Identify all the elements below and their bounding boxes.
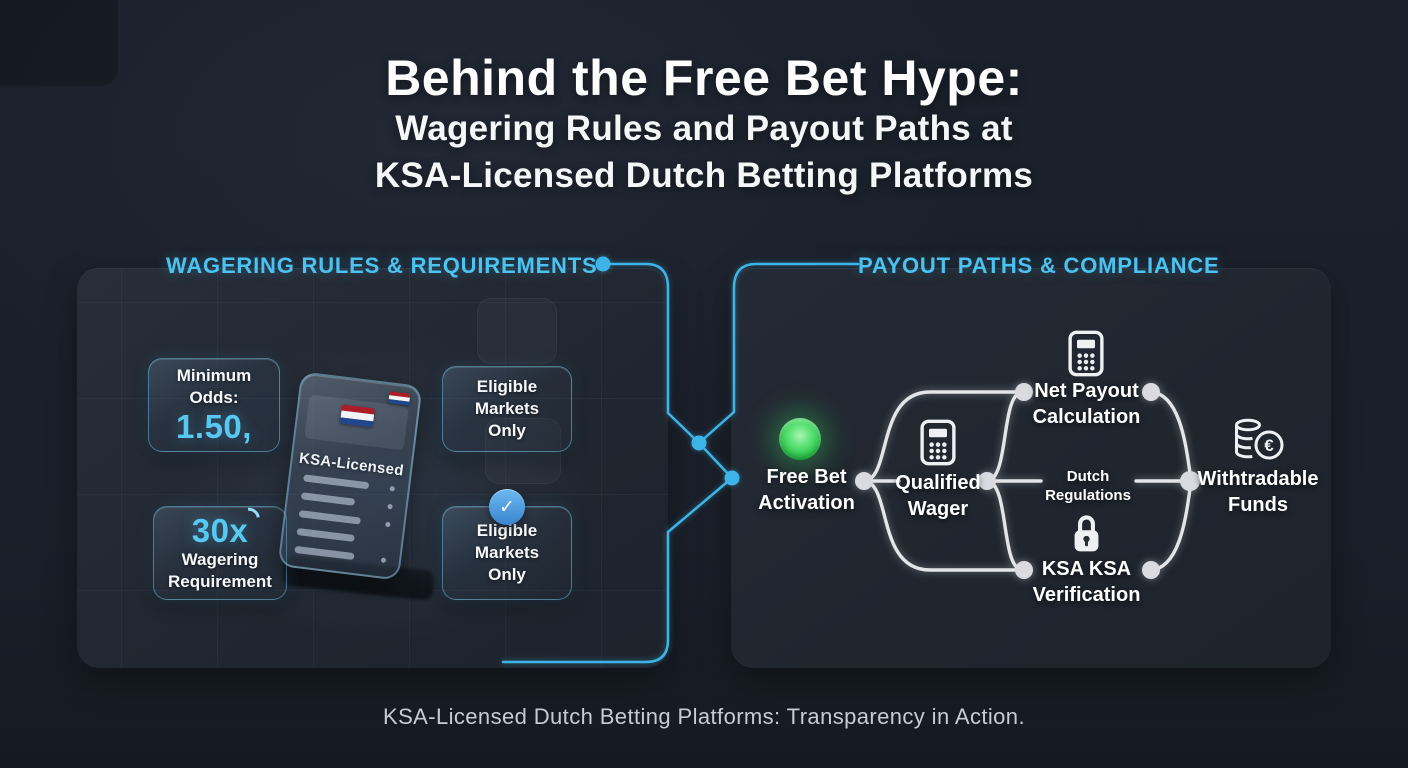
node-label-line: Wager — [907, 498, 969, 520]
wagering-panel: Minimum Odds: 1.50, Eligible Markets Onl… — [77, 268, 668, 668]
phone-list-line — [303, 474, 370, 490]
wagering-section-header: WAGERING RULES & REQUIREMENTS — [166, 253, 598, 278]
node-label-line: Calculation — [1032, 406, 1141, 428]
withtradable-funds-node: Withtradable Funds — [1183, 466, 1333, 518]
footer-caption: KSA-Licensed Dutch Betting Platforms: Tr… — [383, 704, 1025, 729]
eligible-markets-label: Eligible Markets Only — [474, 377, 540, 440]
minimum-odds-card: Minimum Odds: 1.50, — [148, 358, 280, 452]
wagering-multiplier-text: 30x — [191, 512, 249, 550]
payout-panel: Free Bet Activation Qualified Wager — [731, 268, 1331, 668]
green-status-dot-icon — [779, 418, 821, 460]
qualified-wager-node: Qualified Wager — [868, 470, 1008, 522]
eligible-markets-card-top: Eligible Markets Only — [442, 366, 572, 452]
netherlands-flag-icon — [388, 391, 411, 406]
calculator-icon — [920, 419, 956, 466]
wagering-requirement-label: Wagering Requirement — [168, 550, 272, 591]
phone-mockup: KSA-Licensed — [277, 371, 423, 581]
calculator-icon — [1068, 330, 1104, 377]
phone-list-line — [294, 545, 355, 561]
node-label-line: Dutch — [1066, 468, 1110, 485]
title-block: Behind the Free Bet Hype: Wagering Rules… — [0, 52, 1408, 200]
euro-symbol: € — [1264, 436, 1274, 455]
node-label-line: Qualified — [895, 472, 981, 494]
node-label-line: KSA KSA — [1041, 558, 1132, 580]
phone-list-line — [298, 510, 362, 525]
check-icon: ✓ — [489, 489, 525, 525]
main-title: Behind the Free Bet Hype: — [385, 50, 1023, 106]
check-glyph: ✓ — [499, 496, 515, 518]
netherlands-flag-icon — [339, 404, 375, 428]
node-label-line: Free Bet — [766, 466, 847, 488]
node-label-line: Activation — [758, 492, 855, 514]
subtitle-line-2: KSA-Licensed Dutch Betting Platforms — [374, 156, 1034, 196]
node-label-line: Verification — [1032, 584, 1141, 606]
euro-coins-icon: € — [1235, 418, 1284, 460]
corner-decoration — [0, 0, 118, 86]
phone-list-line — [296, 527, 355, 542]
phone-list-dot — [385, 521, 391, 528]
eligible-markets-label: Eligible Markets Only — [474, 521, 540, 584]
node-label-line: Regulations — [1045, 486, 1131, 504]
minimum-odds-value: 1.50, — [176, 407, 252, 445]
node-label-line: Funds — [1228, 494, 1288, 516]
lock-icon — [1074, 515, 1099, 552]
subtitle-line-1: Wagering Rules and Payout Paths at — [395, 108, 1013, 148]
ksa-verification-node: KSA KSA Verification — [1014, 556, 1159, 608]
phone-list-dot — [387, 503, 393, 510]
panel-decoration — [477, 298, 557, 364]
node-label-line: Withtradable — [1197, 468, 1319, 490]
payout-section-header: PAYOUT PATHS & COMPLIANCE — [858, 253, 1220, 278]
wagering-requirement-card: 30x Wagering Requirement — [153, 504, 287, 600]
phone-list-dot — [380, 557, 387, 563]
minimum-odds-label: Minimum Odds: — [176, 366, 252, 408]
net-payout-calculation-node: Net Payout Calculation — [1014, 378, 1159, 430]
phone-list-dot — [389, 485, 396, 492]
node-label-line: Net Payout — [1034, 380, 1139, 402]
wagering-multiplier-value: 30x — [191, 504, 265, 550]
free-bet-activation-node: Free Bet Activation — [734, 464, 879, 516]
dutch-regulations-node: Dutch Regulations — [1018, 468, 1158, 506]
phone-list-line — [300, 492, 356, 506]
eligible-markets-card-bottom: ✓ Eligible Markets Only — [442, 489, 572, 600]
